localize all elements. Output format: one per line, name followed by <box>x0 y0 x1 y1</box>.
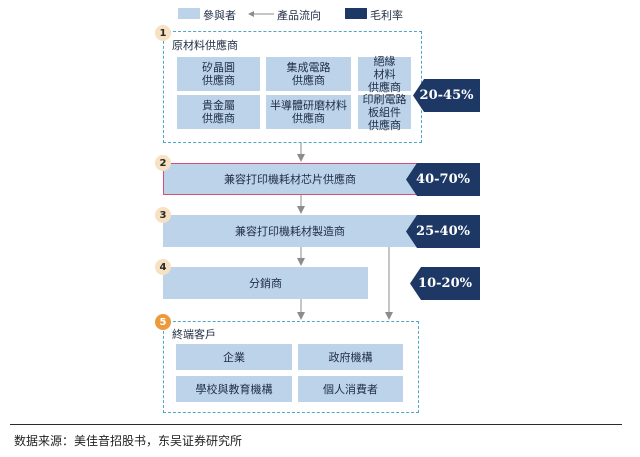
legend-margin-swatch <box>345 8 367 19</box>
legend-flow-arrow-icon <box>248 11 274 17</box>
legend-participant-label: 參與者 <box>203 9 236 22</box>
group-end-customers <box>163 321 419 413</box>
margin-badge-step-4: 10-20% <box>410 267 480 300</box>
group-1-title: 原材料供應商 <box>172 39 238 52</box>
step-3-badge: 3 <box>155 207 171 223</box>
customer-enterprise: 企業 <box>176 344 292 370</box>
legend-margin-label: 毛利率 <box>370 9 403 22</box>
supplier-semiconductor-polishing: 半導體研磨材料 供應商 <box>266 95 351 129</box>
step-1-badge: 1 <box>155 25 171 41</box>
step-5-badge: 5 <box>155 314 171 330</box>
consumables-manufacturer-box: 兼容打印機耗材製造商 <box>163 215 417 247</box>
customer-individual: 個人消費者 <box>298 376 403 402</box>
supplier-silicon-wafer: 矽晶圓 供應商 <box>177 57 260 91</box>
customer-government: 政府機構 <box>298 344 403 370</box>
legend-participant-swatch <box>178 8 200 19</box>
source-note: 数据来源：美佳音招股书，东吴证券研究所 <box>14 434 243 448</box>
chip-supplier-box: 兼容打印機耗材芯片供應商 <box>163 163 417 195</box>
step-4-badge: 4 <box>155 259 171 275</box>
legend: 參與者 產品流向 毛利率 <box>178 7 478 22</box>
supplier-integrated-circuit: 集成電路 供應商 <box>266 57 351 91</box>
step-2-badge: 2 <box>155 155 171 171</box>
supplier-insulating-material: 絕緣 材料 供應商 <box>358 55 411 94</box>
legend-flow-label: 產品流向 <box>277 9 321 22</box>
customer-education: 學校與教育機構 <box>176 376 292 402</box>
distributor-box: 分銷商 <box>163 267 368 299</box>
margin-badge-step-3: 25-40% <box>406 215 480 248</box>
supplier-precious-metal: 貴金屬 供應商 <box>177 95 260 129</box>
margin-badge-step-1: 20-45% <box>413 79 480 112</box>
margin-badge-step-2: 40-70% <box>406 163 480 196</box>
footer-divider <box>10 424 622 425</box>
group-5-title: 終端客戶 <box>172 328 216 341</box>
supplier-pcb-assembly: 印刷電路 板組件 供應商 <box>358 93 411 132</box>
